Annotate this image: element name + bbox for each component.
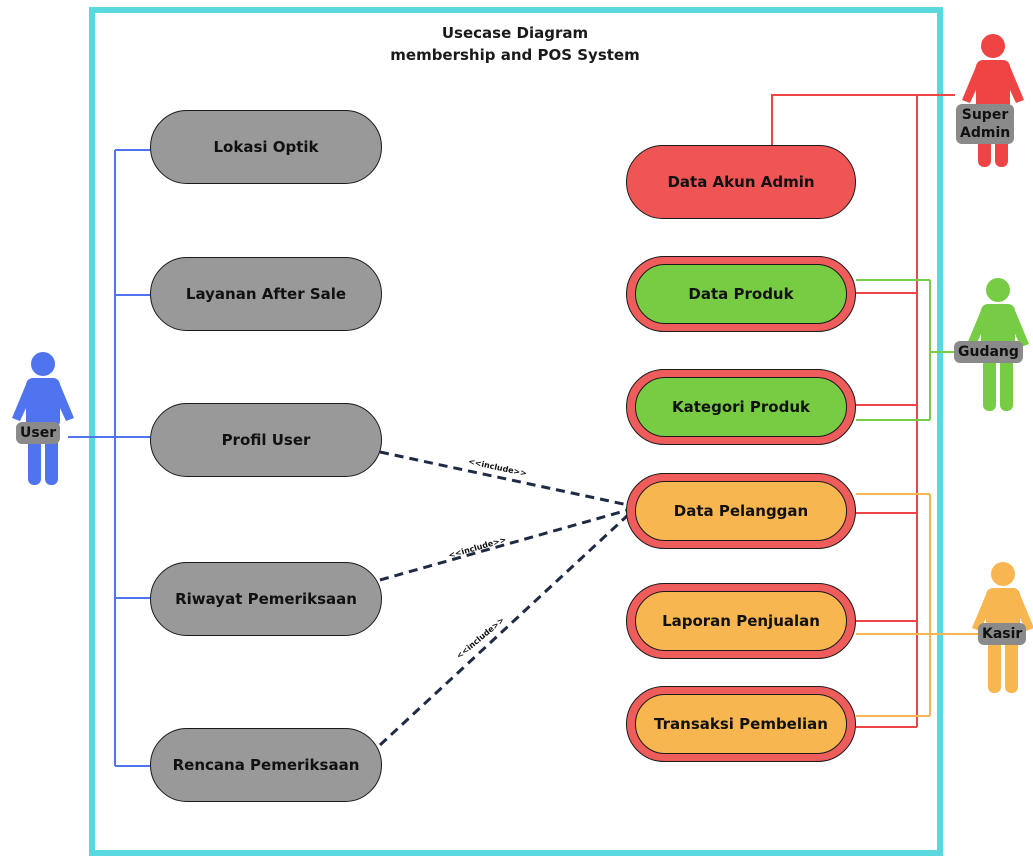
include-lines <box>378 450 630 747</box>
actor-label-admin: Admin <box>960 125 1011 141</box>
usecase-kategori-produk-label: Kategori Produk <box>635 377 847 437</box>
kasir-association-lines <box>856 493 985 717</box>
usecase-profil-user[interactable]: Profil User <box>150 403 382 477</box>
usecase-lokasi-optik[interactable]: Lokasi Optik <box>150 110 382 184</box>
super-admin-actor-icon <box>962 34 1024 167</box>
title-line-1: Usecase Diagram <box>441 24 589 42</box>
user-actor-icon <box>12 352 74 485</box>
usecase-laporan-penjualan-label: Laporan Penjualan <box>635 591 847 651</box>
super-admin-association-lines <box>771 94 955 728</box>
usecase-riwayat-pemeriksaan[interactable]: Riwayat Pemeriksaan <box>150 562 382 636</box>
actor-label-super: Super <box>961 107 1009 123</box>
actor-label-gudang: Gudang <box>954 341 1023 363</box>
usecase-data-pelanggan-label: Data Pelanggan <box>635 481 847 541</box>
include-label-profil: <<include>> <box>467 457 527 478</box>
diagram-title: Usecase Diagram membership and POS Syste… <box>350 22 680 66</box>
usecase-rencana-pemeriksaan[interactable]: Rencana Pemeriksaan <box>150 728 382 802</box>
usecase-transaksi-pembelian[interactable]: Transaksi Pembelian <box>626 686 856 762</box>
usecase-data-akun-admin[interactable]: Data Akun Admin <box>626 145 856 219</box>
include-line-rencana <box>378 513 630 747</box>
usecase-data-produk-label: Data Produk <box>635 264 847 324</box>
usecase-kategori-produk[interactable]: Kategori Produk <box>626 369 856 445</box>
usecase-data-pelanggan[interactable]: Data Pelanggan <box>626 473 856 549</box>
actor-label-super-admin: Super Admin <box>956 104 1014 144</box>
usecase-transaksi-pembelian-label: Transaksi Pembelian <box>635 694 847 754</box>
actor-label-kasir: Kasir <box>978 623 1027 645</box>
usecase-layanan-after-sale[interactable]: Layanan After Sale <box>150 257 382 331</box>
usecase-laporan-penjualan[interactable]: Laporan Penjualan <box>626 583 856 659</box>
title-line-2: membership and POS System <box>390 46 640 64</box>
include-line-riwayat <box>379 508 629 582</box>
user-association-lines <box>68 149 150 767</box>
admin-to-akun-line <box>771 94 955 145</box>
include-line-profil <box>379 450 629 507</box>
system-boundary <box>89 7 943 856</box>
usecase-data-produk[interactable]: Data Produk <box>626 256 856 332</box>
gudang-association-lines <box>856 279 955 421</box>
actor-label-user: User <box>16 422 61 444</box>
